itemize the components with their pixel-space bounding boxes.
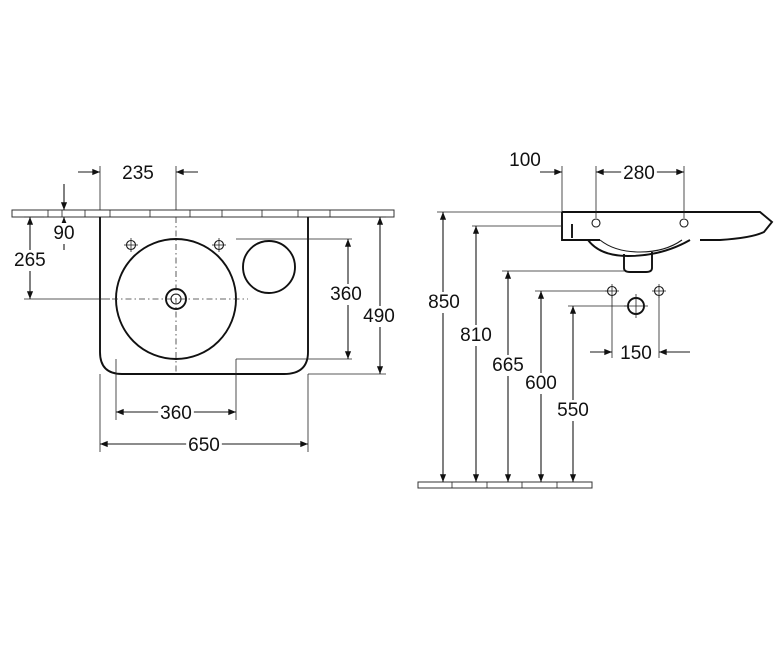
label-backing <box>426 292 462 313</box>
tap-hole-left-icon <box>124 238 138 252</box>
basin-profile-side <box>561 211 774 273</box>
dim-label: 600 <box>525 373 557 394</box>
dim-label: 90 <box>53 223 74 244</box>
label-backing <box>507 150 543 171</box>
label-backing <box>490 355 526 376</box>
dim-label: 280 <box>623 163 655 184</box>
soap-dish-circle <box>242 240 296 294</box>
label-backing <box>618 343 654 364</box>
side-view: 100 280 850 810 665 600 550 150 <box>417 150 774 489</box>
label-backing <box>328 284 364 305</box>
floor-strip <box>417 481 593 489</box>
label-backing <box>158 403 194 424</box>
label-backing <box>621 163 657 184</box>
dim-label: 550 <box>557 400 589 421</box>
top-view: 235 90 265 360 650 360 490 <box>11 163 397 456</box>
dim-label: 810 <box>460 325 492 346</box>
label-backing <box>555 400 591 421</box>
dim-label: 850 <box>428 292 460 313</box>
dim-label: 360 <box>330 284 362 305</box>
dim-label: 665 <box>492 355 524 376</box>
supply-left-icon <box>605 284 619 298</box>
dim-label: 150 <box>620 343 652 364</box>
dim-label: 100 <box>509 150 541 171</box>
label-backing <box>51 223 77 244</box>
label-backing <box>120 163 156 184</box>
basin-outline-top <box>99 217 309 375</box>
wall-strip-top <box>11 209 395 218</box>
label-backing <box>361 306 397 327</box>
dim-label: 490 <box>363 306 395 327</box>
dim-label: 235 <box>122 163 154 184</box>
label-backing <box>458 325 494 346</box>
tap-hole-right-icon <box>212 238 226 252</box>
supply-right-icon <box>652 284 666 298</box>
dim-label: 650 <box>188 435 220 456</box>
label-backing <box>186 435 222 456</box>
label-backing <box>12 250 48 271</box>
dim-label: 360 <box>160 403 192 424</box>
dim-label: 265 <box>14 250 46 271</box>
label-backing <box>523 373 559 394</box>
